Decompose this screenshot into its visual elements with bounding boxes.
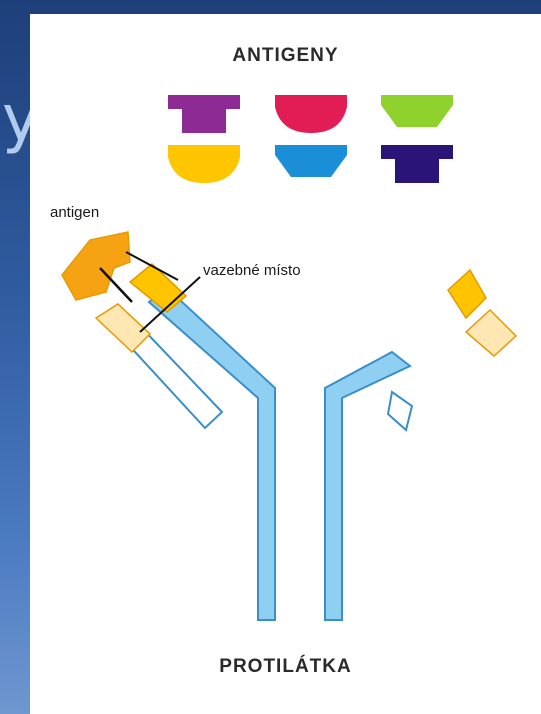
left-heavy-chain <box>149 288 275 620</box>
antigen-swatch <box>275 145 347 177</box>
antigen-swatch <box>275 95 347 133</box>
right-light-variable-region <box>466 310 516 356</box>
binding-site-label: vazebné místo <box>203 262 301 279</box>
antigen-swatch <box>381 145 453 183</box>
right-heavy-variable-region <box>448 270 486 318</box>
antigen-swatch <box>381 95 453 127</box>
antigen-swatch <box>168 95 240 133</box>
antigen-swatches <box>168 95 453 183</box>
right-arm <box>325 270 516 620</box>
left-arm <box>62 232 275 620</box>
antigen-swatch <box>168 145 240 183</box>
antigen-label: antigen <box>50 204 99 221</box>
right-light-chain <box>388 392 412 430</box>
right-heavy-chain <box>325 352 410 620</box>
